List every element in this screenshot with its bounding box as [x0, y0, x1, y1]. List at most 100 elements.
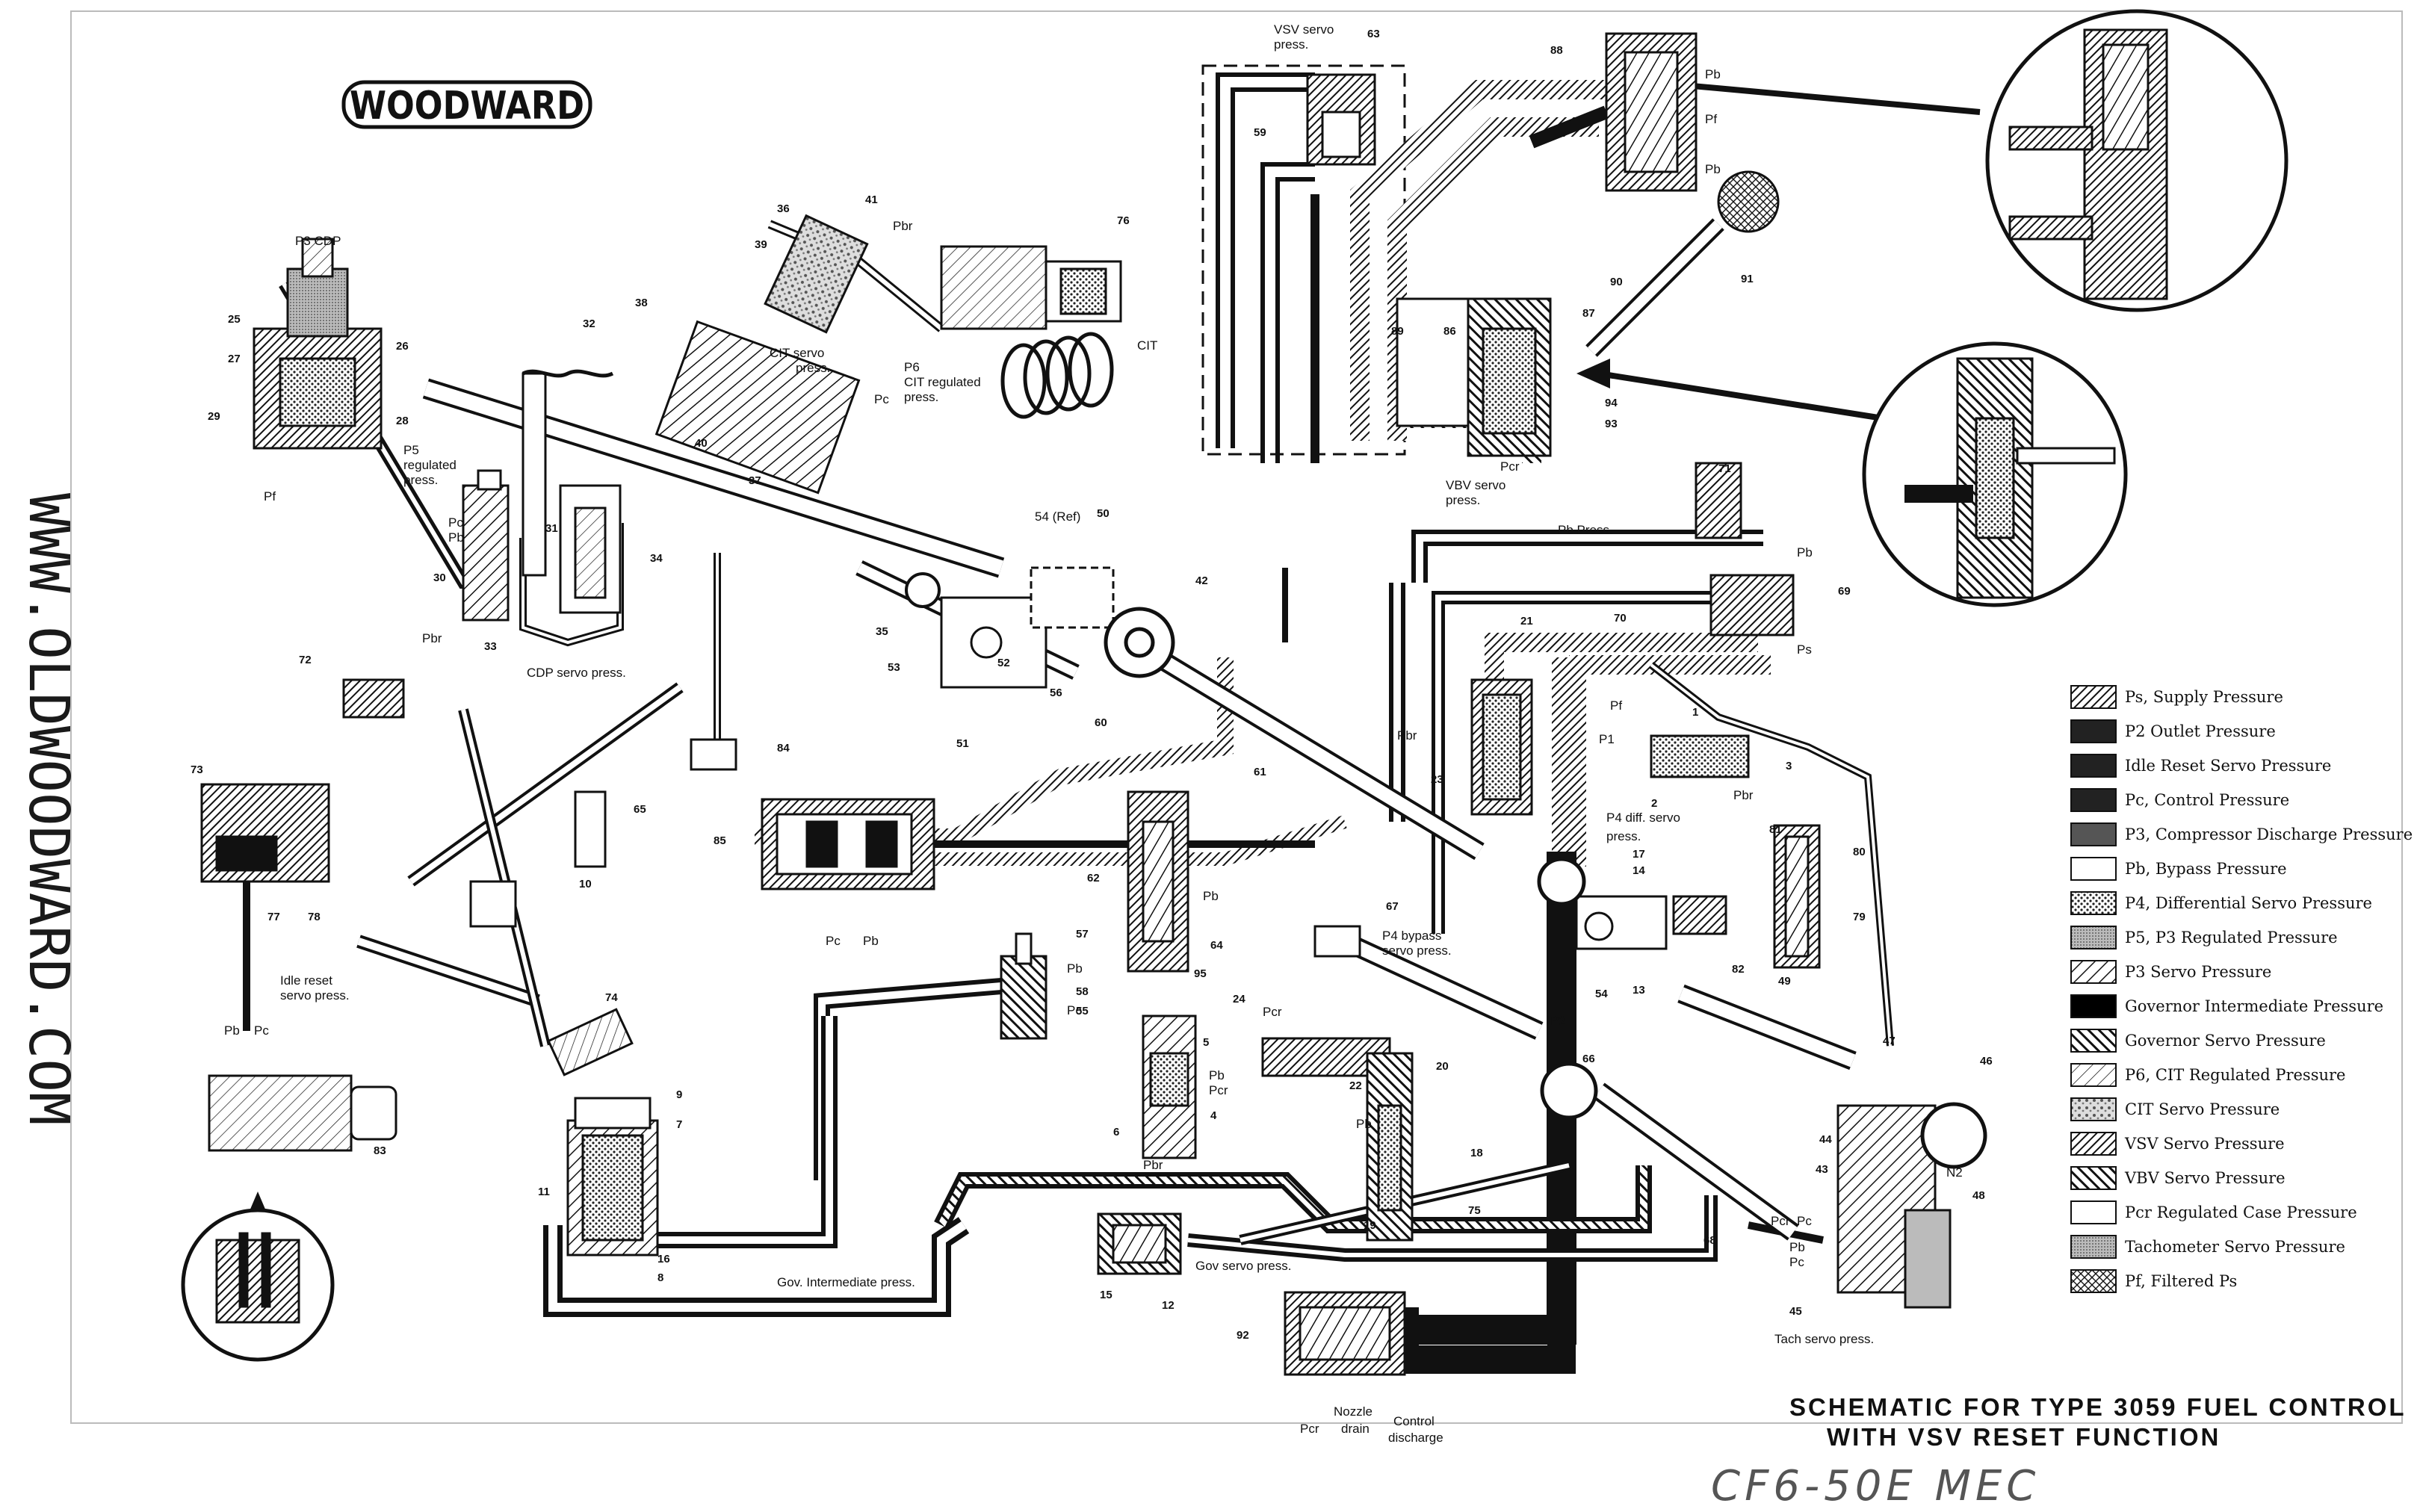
callout-30: 30	[433, 571, 446, 584]
callout-13: 13	[1633, 984, 1645, 997]
callout-60: 60	[1095, 716, 1107, 729]
callout-1: 1	[1692, 706, 1698, 719]
label-pb-88: Pb	[1705, 67, 1721, 81]
callout-78: 78	[308, 911, 321, 923]
callout-68: 68	[1703, 1234, 1716, 1247]
callout-26: 26	[396, 340, 409, 353]
callout-69: 69	[1838, 585, 1851, 598]
legend-label: Governor Servo Pressure	[2125, 1032, 2326, 1050]
callout-18: 18	[1470, 1147, 1483, 1159]
pressure-labels: P3 CDP P5 regulated press. Pf Pbr Pc Pb …	[224, 22, 1963, 1445]
legend-label: P4, Differential Servo Pressure	[2125, 894, 2372, 912]
callout-51: 51	[956, 737, 969, 750]
legend-swatch	[2070, 1132, 2117, 1156]
label-pcr-5: Pcr	[1209, 1083, 1228, 1097]
callout-64: 64	[1210, 939, 1223, 952]
callout-29: 29	[208, 410, 220, 423]
callout-66: 66	[1582, 1053, 1595, 1065]
callout-46: 46	[1980, 1055, 1993, 1068]
label-pc-left: Pc	[448, 515, 463, 530]
callout-23: 23	[1431, 773, 1443, 786]
callout-53: 53	[888, 661, 900, 674]
label-pcr-tach: Pcr	[1771, 1214, 1790, 1228]
legend-label: P6, CIT Regulated Pressure	[2125, 1066, 2345, 1084]
schematic-title-line2: WITH VSV RESET FUNCTION	[1827, 1423, 2221, 1451]
callout-31: 31	[545, 522, 558, 535]
callout-86: 86	[1443, 325, 1456, 338]
callout-62: 62	[1087, 872, 1100, 884]
legend-label: Pc, Control Pressure	[2125, 791, 2289, 809]
label-pcr-92: Pcr	[1300, 1422, 1319, 1436]
label-vsv-servo-1: VSV servo	[1274, 22, 1334, 37]
callout-14: 14	[1633, 864, 1645, 877]
detail-circle-top	[1985, 9, 2289, 312]
label-pbr-23: Pbr	[1397, 728, 1417, 743]
callout-83: 83	[374, 1144, 386, 1157]
label-p6-3: press.	[904, 390, 938, 404]
label-pb-right: Pb	[1797, 545, 1813, 560]
legend-label: P3 Servo Pressure	[2125, 963, 2271, 981]
callout-16: 16	[657, 1253, 670, 1265]
callout-32: 32	[583, 317, 595, 330]
handwritten-note: CF6-50E MEC	[1711, 1462, 2040, 1511]
callout-58: 58	[1076, 985, 1089, 998]
callout-49: 49	[1778, 975, 1791, 988]
label-pbr-6: Pbr	[1143, 1158, 1163, 1172]
page-frame	[70, 10, 2403, 1424]
callout-33: 33	[484, 640, 497, 653]
callout-41: 41	[865, 193, 878, 206]
callout-61: 61	[1254, 766, 1266, 778]
callout-84: 84	[777, 742, 790, 755]
callout-28: 28	[396, 415, 409, 427]
callout-36: 36	[777, 202, 790, 215]
callout-2: 2	[1651, 797, 1657, 810]
label-p4diff-1: P4 diff. servo	[1606, 811, 1680, 825]
callout-71: 71	[1718, 462, 1731, 475]
callout-72: 72	[299, 654, 312, 666]
callout-4: 4	[1210, 1109, 1217, 1122]
callout-85: 85	[714, 834, 726, 847]
legend-swatch	[2070, 1166, 2117, 1190]
label-pcr-top: Pcr	[1500, 459, 1520, 474]
callout-10: 10	[579, 878, 592, 890]
callout-37: 37	[749, 474, 761, 487]
callout-19: 19	[1364, 1219, 1376, 1232]
callout-38: 38	[635, 297, 648, 309]
legend-swatch	[2070, 960, 2117, 984]
label-pb-83: Pb	[224, 1023, 240, 1038]
label-pc-83: Pc	[254, 1023, 269, 1038]
label-p4bypass-2: servo press.	[1382, 944, 1452, 958]
callout-3: 3	[1786, 760, 1792, 772]
label-pb-88b: Pb	[1705, 162, 1721, 176]
legend-swatch	[2070, 719, 2117, 743]
label-p3cdp: P3 CDP	[295, 234, 341, 248]
label-pc-cit: Pc	[874, 392, 889, 406]
label-pb-57: Pb	[1067, 961, 1083, 976]
callout-55: 55	[1076, 1005, 1089, 1017]
callout-11: 11	[538, 1186, 550, 1198]
callout-54: 54	[1595, 988, 1608, 1000]
label-cit-servo-2: press.	[796, 361, 830, 375]
label-nozzle-2: drain	[1341, 1422, 1370, 1436]
callout-44: 44	[1819, 1133, 1832, 1146]
callout-25: 25	[228, 313, 241, 326]
label-p2: P2	[1550, 1014, 1566, 1028]
callout-48: 48	[1972, 1189, 1985, 1202]
label-vbv-servo-1: VBV servo	[1446, 478, 1505, 492]
callout-50: 50	[1097, 507, 1110, 520]
callout-91: 91	[1741, 273, 1754, 285]
callout-73: 73	[191, 763, 203, 776]
label-pb-22: Pb	[1356, 1117, 1372, 1131]
legend-swatch	[2070, 1029, 2117, 1053]
label-p5-3: press.	[403, 473, 438, 487]
callout-94: 94	[1605, 397, 1618, 409]
label-control-2: discharge	[1388, 1431, 1443, 1445]
label-gov-servo: Gov servo press.	[1195, 1259, 1292, 1273]
hydraulic-lines	[243, 64, 1981, 1374]
legend-label: Governor Intermediate Pressure	[2125, 997, 2383, 1015]
brand-text: WOODWARD	[350, 84, 584, 128]
callout-92: 92	[1237, 1329, 1249, 1342]
callout-6: 6	[1113, 1126, 1119, 1138]
callout-8: 8	[657, 1271, 663, 1284]
label-n2: N2	[1946, 1165, 1963, 1180]
